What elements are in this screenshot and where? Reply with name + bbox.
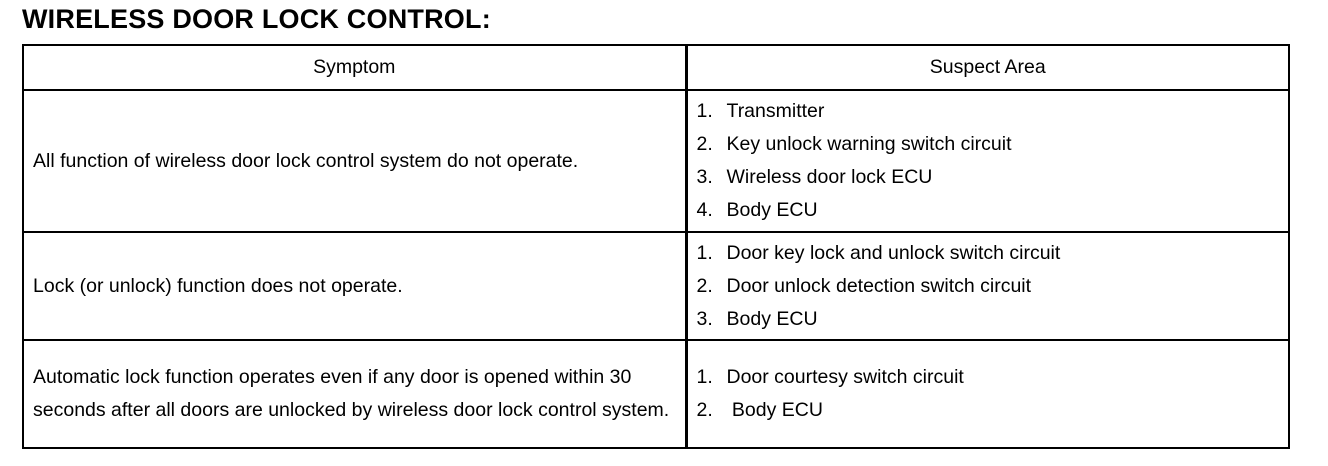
item-number: 2. — [696, 133, 713, 155]
suspect-area-cell: 1. Door key lock and unlock switch circui… — [684, 231, 1290, 341]
item-text: Body ECU — [726, 307, 818, 330]
suspect-area-list: 1. Door courtesy switch circuit 2. Body E… — [697, 361, 1281, 427]
symptom-cell: Lock (or unlock) function does not opera… — [22, 231, 687, 341]
list-item: 3. Wireless door lock ECU — [697, 161, 1281, 194]
symptom-cell: Automatic lock function operates even if… — [22, 339, 687, 449]
table-row: Automatic lock function operates even if… — [22, 339, 1290, 449]
list-item: 3. Body ECU — [697, 303, 1281, 336]
list-item: 2. Key unlock warning switch circuit — [697, 128, 1281, 161]
item-number: 2. — [696, 399, 713, 421]
item-text: Door courtesy switch circuit — [726, 366, 964, 388]
table-header-row: Symptom Suspect Area — [22, 44, 1290, 91]
list-item: 1. Door key lock and unlock switch circui… — [697, 237, 1281, 270]
table-row: All function of wireless door lock contr… — [22, 89, 1290, 233]
section-title: WIRELESS DOOR LOCK CONTROL: — [22, 4, 491, 34]
item-text: Door unlock detection switch circuit — [726, 274, 1032, 297]
item-number: 1. — [696, 100, 713, 122]
suspect-area-list: 1. Transmitter 2. Key unlock warning switc… — [697, 95, 1281, 227]
column-header-suspect-area: Suspect Area — [684, 44, 1290, 91]
item-text: Body ECU — [726, 199, 818, 221]
symptom-cell: All function of wireless door lock contr… — [22, 89, 687, 233]
suspect-area-cell: 1. Transmitter 2. Key unlock warning switc… — [684, 89, 1290, 233]
suspect-area-list: 1. Door key lock and unlock switch circui… — [697, 237, 1281, 336]
item-text: Key unlock warning switch circuit — [726, 133, 1012, 155]
item-number: 1. — [696, 241, 713, 264]
list-item: 2. Body ECU — [697, 394, 1281, 427]
item-number: 3. — [696, 307, 713, 330]
list-item: 1. Door courtesy switch circuit — [697, 361, 1281, 394]
item-text: Body ECU — [726, 399, 823, 421]
column-header-symptom: Symptom — [22, 44, 687, 91]
item-text: Door key lock and unlock switch circuit — [726, 241, 1061, 264]
item-number: 1. — [696, 366, 713, 388]
suspect-area-cell: 1. Door courtesy switch circuit 2. Body E… — [684, 339, 1290, 449]
item-text: Wireless door lock ECU — [726, 166, 933, 188]
list-item: 2. Door unlock detection switch circuit — [697, 270, 1281, 303]
item-number: 4. — [696, 199, 713, 221]
item-number: 3. — [696, 166, 713, 188]
item-number: 2. — [696, 274, 713, 297]
table-row: Lock (or unlock) function does not opera… — [22, 231, 1290, 341]
list-item: 4. Body ECU — [697, 194, 1281, 227]
troubleshooting-table: Symptom Suspect Area All function of wir… — [22, 44, 1290, 449]
list-item: 1. Transmitter — [697, 95, 1281, 128]
item-text: Transmitter — [726, 100, 825, 122]
